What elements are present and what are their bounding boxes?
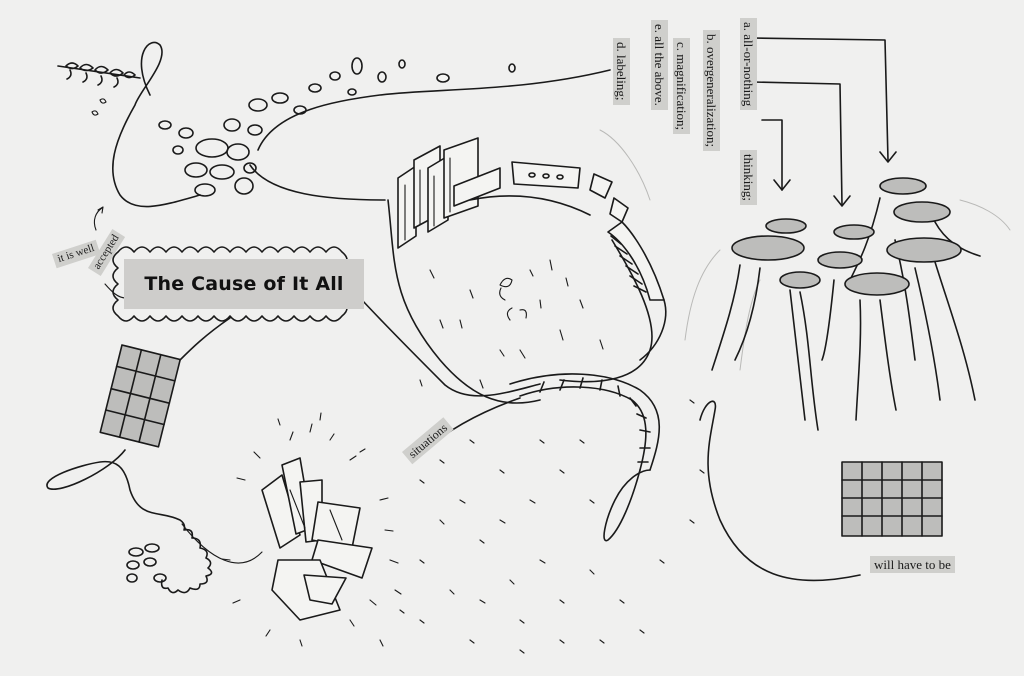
page-title: The Cause of It All <box>144 273 344 295</box>
distortion-item-e: e. all the above. <box>651 20 668 110</box>
exploding-book <box>261 457 373 621</box>
distortion-item-d: d. labeling; <box>613 38 630 105</box>
pebble-cluster <box>158 57 516 197</box>
distortion-item-b: b. overgeneralization; <box>703 30 720 152</box>
block-stack <box>397 137 501 249</box>
clipping-will-have-to-be: will have to be <box>870 556 955 573</box>
leaf-sprig-icon <box>57 62 141 88</box>
title-clipping: The Cause of It All <box>124 259 364 309</box>
winding-road <box>509 161 667 542</box>
grid-stamp-right <box>841 461 943 537</box>
title-cloud-border <box>112 246 348 322</box>
distortion-item-a: a. all-or-nothing <box>740 18 757 111</box>
distortion-item-c: c. magnification; <box>673 38 690 135</box>
floating-plates <box>684 177 981 431</box>
arrow-lines <box>751 37 897 207</box>
grid-stamp-left <box>99 344 182 448</box>
clipping-thinking: thinking; <box>740 150 757 205</box>
